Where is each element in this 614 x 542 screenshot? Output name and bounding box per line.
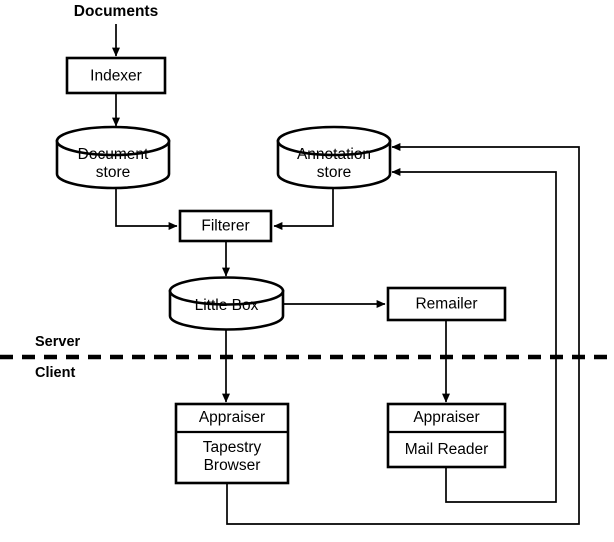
remailer-label: Remailer (415, 296, 477, 313)
node-annotation-store: Annotation store (276, 125, 392, 190)
node-client-stack-left: Appraiser Tapestry Browser (174, 402, 290, 485)
client-stack-left-box (174, 402, 290, 485)
document-store-top (55, 125, 171, 157)
annotation-store-top (276, 125, 392, 157)
mail-reader-label: Mail Reader (405, 441, 489, 458)
little-box-label: Little Box (195, 297, 259, 314)
node-filterer: Filterer (178, 209, 273, 243)
appraiser-right-label: Appraiser (413, 409, 479, 426)
input-label-documents: Documents (74, 3, 158, 20)
document-store-label-line2: store (96, 164, 130, 181)
edge-document-store-to-filterer (115, 188, 178, 230)
zone-label-client: Client (35, 365, 75, 381)
node-indexer: Indexer (65, 56, 167, 95)
tapestry-browser-label-line2: Browser (204, 457, 261, 474)
filterer-label: Filterer (201, 218, 249, 235)
node-remailer: Remailer (386, 286, 507, 322)
node-document-store: Document store (55, 125, 171, 190)
edge-tapestry-browser-to-annotation-store (226, 143, 580, 525)
little-box-top (168, 276, 285, 306)
appraiser-left-label: Appraiser (199, 409, 265, 426)
edge-annotation-store-to-filterer (273, 188, 334, 230)
node-little-box: Little Box (168, 276, 285, 331)
indexer-label: Indexer (90, 68, 142, 85)
tapestry-browser-label-line1: Tapestry (203, 439, 262, 456)
document-store-label-line1: Document (78, 146, 149, 163)
annotation-store-label-line2: store (317, 164, 351, 181)
zone-label-server: Server (35, 334, 81, 350)
annotation-store-label-line1: Annotation (297, 146, 371, 163)
remailer-box (386, 286, 507, 322)
edge-mail-reader-to-annotation-store (391, 168, 557, 503)
node-client-stack-right: Appraiser Mail Reader (386, 402, 507, 469)
